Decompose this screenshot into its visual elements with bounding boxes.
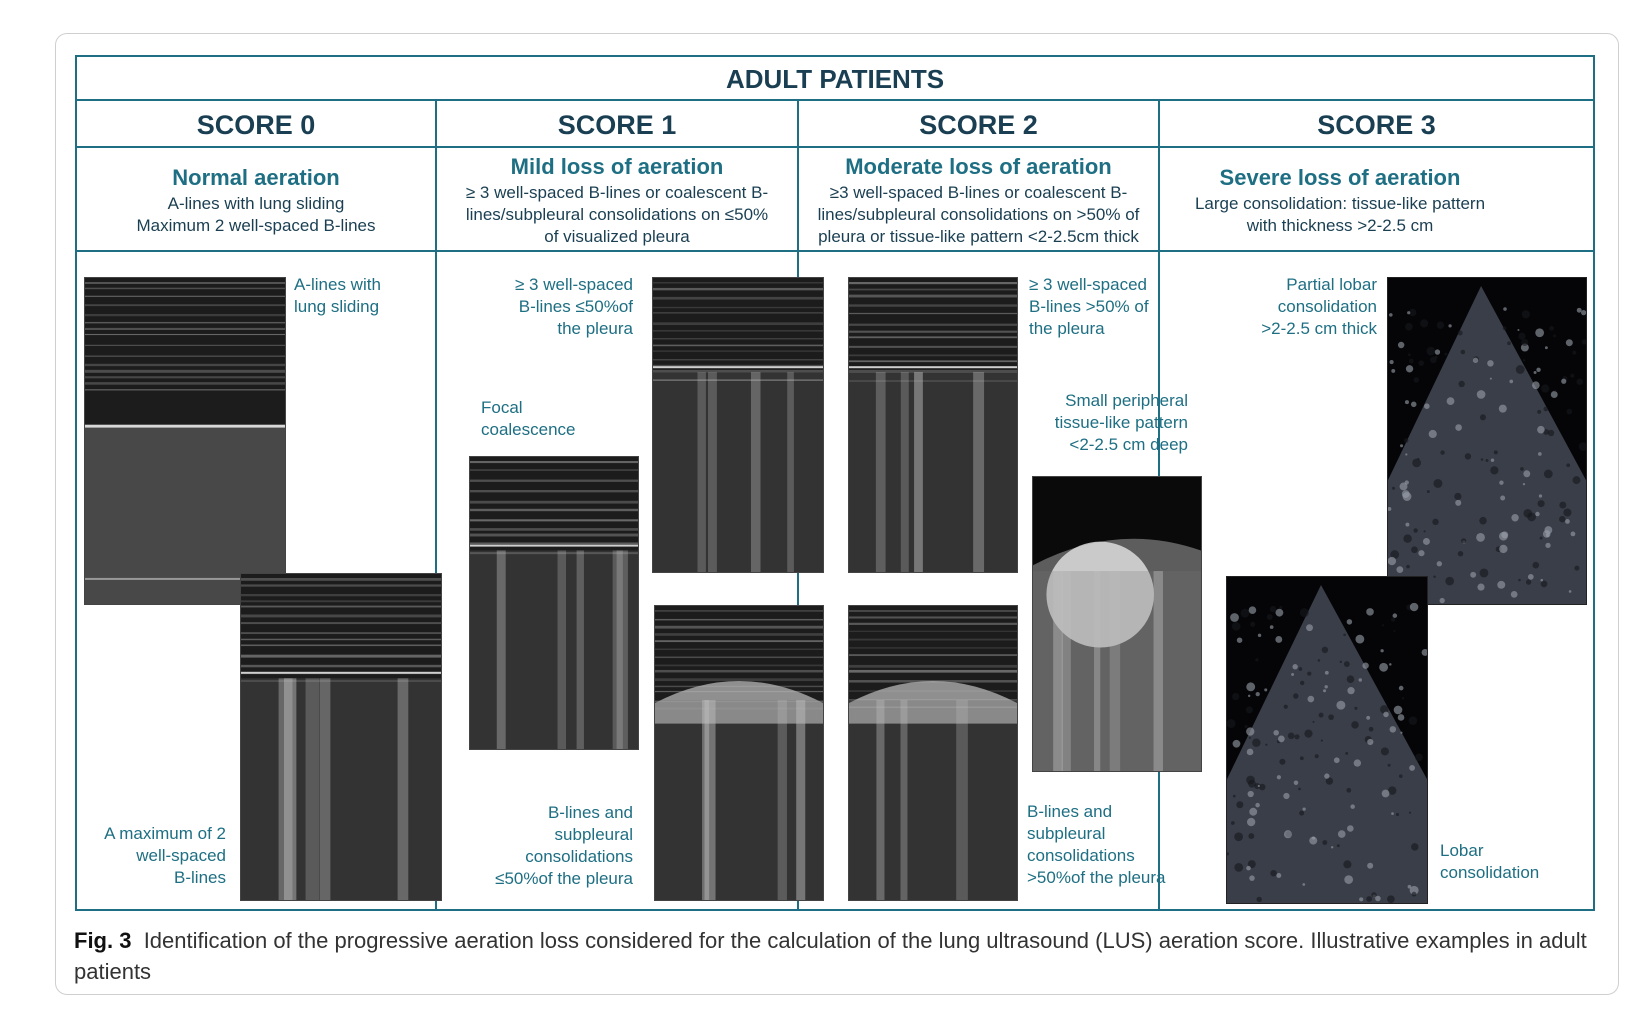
score-3-heading: Severe loss of aeration (1219, 165, 1461, 190)
label-focal-coalescence: Focal coalescence (481, 398, 576, 439)
score-1-description: Mild loss of aeration ≥ 3 well-spaced B-… (437, 148, 797, 254)
us-score3-lobar (1226, 576, 1428, 904)
label-score2-subpleural: B-lines and subpleural consolidations >5… (1027, 802, 1166, 887)
figure-caption: Fig. 3 Identification of the progressive… (74, 925, 1604, 987)
score-2-heading: Moderate loss of aeration (845, 154, 1112, 179)
score-0-text: A-lines with lung sliding Maximum 2 well… (136, 194, 376, 235)
us-score0-blines (240, 573, 442, 901)
label-partial-lobar: Partial lobar consolidation >2-2.5 cm th… (1261, 275, 1377, 338)
score-1-text: ≥ 3 well-spaced B-lines or coalescent B-… (465, 183, 769, 246)
divider (77, 250, 1593, 252)
score-0-header: SCORE 0 (196, 110, 316, 140)
score-0-heading: Normal aeration (172, 165, 340, 190)
label-score2-blines: ≥ 3 well-spaced B-lines >50% of the pleu… (1029, 275, 1149, 338)
score-3-description: Severe loss of aeration Large consolidat… (1160, 148, 1520, 254)
divider (435, 101, 437, 909)
us-score1-subpleural (654, 605, 824, 901)
score-2-text: ≥3 well-spaced B-lines or coalescent B- … (817, 183, 1140, 246)
score-2-description: Moderate loss of aeration ≥3 well-spaced… (799, 148, 1158, 254)
divider (77, 146, 1593, 148)
divider (77, 99, 1593, 101)
us-score0-alines (84, 277, 286, 605)
us-score2-subpleural (848, 605, 1018, 901)
caption-text: Identification of the progressive aerati… (74, 928, 1587, 984)
us-score1-blines (652, 277, 824, 573)
score-0-description: Normal aeration A-lines with lung slidin… (77, 148, 435, 254)
label-score1-subpleural: B-lines and subpleural consolidations ≤5… (495, 803, 633, 888)
label-max-blines: A maximum of 2 well-spaced B-lines (104, 824, 226, 887)
label-tissue-pattern: Small peripheral tissue-like pattern <2-… (1054, 391, 1188, 454)
us-score1-focal (469, 456, 639, 750)
label-alines: A-lines with lung sliding (294, 275, 381, 316)
label-lobar-consolidation: Lobar consolidation (1440, 841, 1540, 882)
score-3-text: Large consolidation: tissue-like pattern… (1194, 194, 1486, 235)
score-1-header: SCORE 1 (557, 110, 677, 140)
table-title: ADULT PATIENTS (725, 64, 945, 94)
us-score2-tissue (1032, 476, 1202, 772)
label-score1-blines: ≥ 3 well-spaced B-lines ≤50%of the pleur… (515, 275, 633, 338)
caption-label: Fig. 3 (74, 928, 132, 953)
us-score3-partial (1387, 277, 1587, 605)
score-3-header: SCORE 3 (1317, 110, 1436, 140)
score-2-header: SCORE 2 (919, 110, 1038, 140)
score-1-heading: Mild loss of aeration (510, 154, 724, 179)
us-score2-blines (848, 277, 1018, 573)
